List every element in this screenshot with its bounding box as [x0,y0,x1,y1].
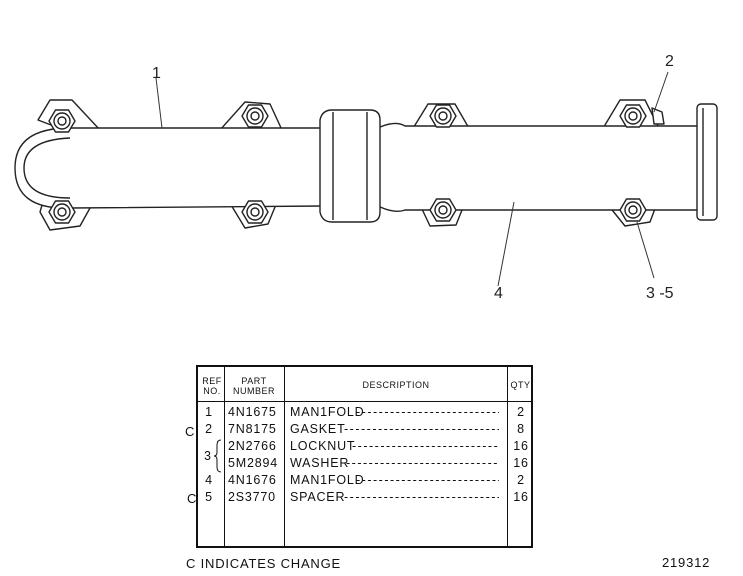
callout-3-5: 3 -5 [646,285,674,302]
header-description: DESCRIPTION [362,380,430,390]
drawing-number: 219312 [662,555,711,570]
gasket [651,107,665,125]
row-leader-dashes: ----------------------------------------… [352,439,499,453]
row-leader-dashes: ----------------------------------------… [356,405,499,419]
row-part-number: 4N1676 [228,473,277,487]
header-part-number: PART NUMBER [232,376,275,396]
manifold-rear-body [377,122,701,213]
row-description: MAN1FOLD [290,473,365,487]
header-qty: QTY [510,380,531,390]
table-row: 5M2894 WASHER --------------------------… [198,455,531,472]
row-ref: 4 [205,473,213,487]
change-marker: C [187,491,197,506]
callout-4: 4 [494,285,503,302]
table-row: 5 2S3770 SPACER ------------------------… [198,489,531,506]
header-ref: REF NO. [202,376,222,396]
callout-2: 2 [665,53,674,70]
row-leader-dashes: ----------------------------------------… [346,456,499,470]
row-ref: 1 [205,405,213,419]
row-description: GASKET [290,422,346,436]
brace-icon [213,439,222,473]
row-description: LOCKNUT [290,439,356,453]
callout-1: 1 [152,65,161,82]
table-row: 2N2766 LOCKNUT -------------------------… [198,438,531,455]
row-part-number: 2S3770 [228,490,276,504]
outlet-flange [696,103,718,221]
parts-table: REF NO. PART NUMBER DESCRIPTION QTY 1 4N… [196,365,533,548]
row-description: MAN1FOLD [290,405,365,419]
row-part-number: 4N1675 [228,405,277,419]
row-qty: 16 [513,456,529,470]
manifold-front-body [14,127,323,209]
leader-line-2 [653,71,669,113]
row-part-number: 7N8175 [228,422,277,436]
change-note: C INDICATES CHANGE [186,556,342,571]
row-ref: 5 [205,490,213,504]
table-row: 2 7N8175 GASKET ------------------------… [198,421,531,438]
row-qty: 8 [517,422,525,436]
row-qty: 16 [513,490,529,504]
row-ref-group: 3 [204,449,211,463]
slip-joint-sleeve [319,109,381,223]
row-part-number: 2N2766 [228,439,277,453]
row-part-number: 5M2894 [228,456,278,470]
row-leader-dashes: ----------------------------------------… [344,422,499,436]
table-row: 1 4N1675 MAN1FOLD ----------------------… [198,404,531,421]
row-description: SPACER [290,490,346,504]
leader-line-3-5 [636,221,655,279]
locknut-icon [48,104,647,224]
leader-line-4 [497,201,515,287]
row-ref: 2 [205,422,213,436]
row-qty: 2 [517,473,525,487]
row-leader-dashes: ----------------------------------------… [356,473,499,487]
manifold-drawing: 1 2 3 -5 4 [14,53,718,302]
row-leader-dashes: ----------------------------------------… [344,490,499,504]
leader-line-1 [155,77,163,129]
row-description: WASHER [290,456,350,470]
table-row: 4 4N1676 MAN1FOLD ----------------------… [198,472,531,489]
row-qty: 2 [517,405,525,419]
row-qty: 16 [513,439,529,453]
change-marker: C [185,424,195,439]
